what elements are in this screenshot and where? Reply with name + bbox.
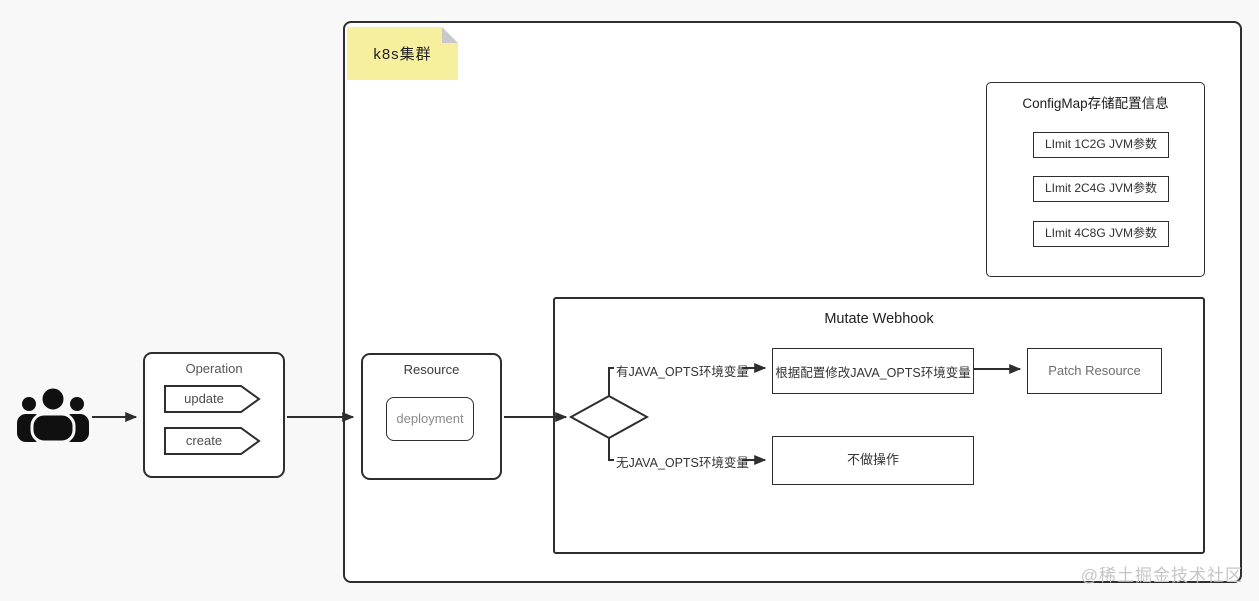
configmap-box: ConfigMap存储配置信息 LImit 1C2G JVM参数 LImit 2… [986,82,1205,277]
mutate-webhook-box: Mutate Webhook 根据配置修改JAVA_OPTS环境变量 Patch… [553,297,1205,554]
deployment-node: deployment [386,397,474,441]
operation-item-create: create [185,433,223,448]
cluster-label: k8s集群 [373,46,432,63]
resource-title: Resource [403,362,460,377]
patch-resource-node: Patch Resource [1027,348,1162,394]
operation-title: Operation [185,361,243,376]
users-group-icon [16,385,90,444]
watermark: @稀土掘金技术社区 [1080,566,1243,585]
branch-label-has-java-opts: 有JAVA_OPTS环境变量 [616,365,749,379]
k8s-cluster-sticky-note: k8s集群 [347,27,458,80]
sticky-note-shape [347,27,458,80]
no-operation-node: 不做操作 [772,436,974,485]
branch-label-no-java-opts: 无JAVA_OPTS环境变量 [616,456,749,470]
webhook-title: Mutate Webhook [824,311,934,327]
resource-box: Resource deployment [361,353,502,480]
configmap-title: ConfigMap存储配置信息 [1022,96,1169,111]
modify-java-opts-node: 根据配置修改JAVA_OPTS环境变量 [772,348,974,394]
configmap-item-2c4g: LImit 2C4G JVM参数 [1033,176,1169,202]
operation-item-update: update [184,391,224,406]
sticky-fold-corner [442,27,458,43]
operation-box: Operation [143,352,285,478]
configmap-item-1c2g: LImit 1C2G JVM参数 [1033,132,1169,158]
configmap-item-4c8g: LImit 4C8G JVM参数 [1033,221,1169,247]
